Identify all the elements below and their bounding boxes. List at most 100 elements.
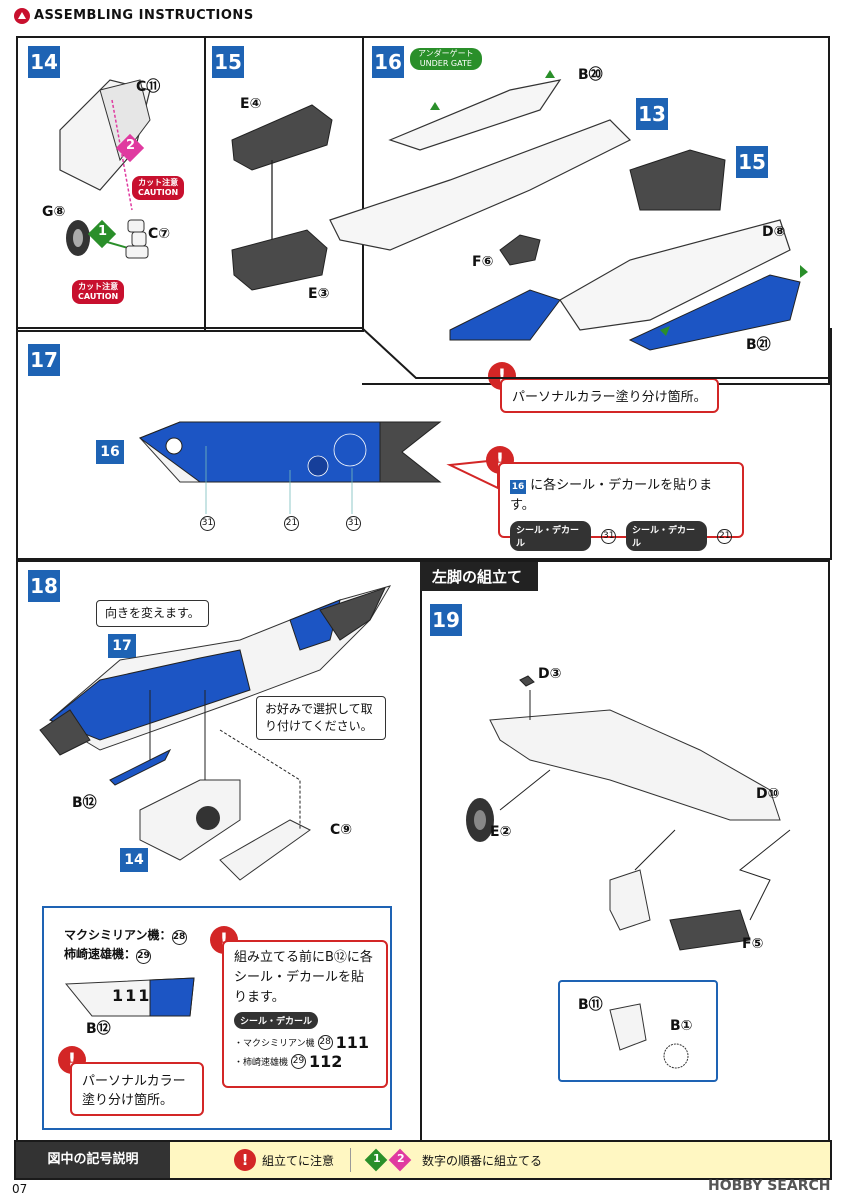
left-leg-heading: 左脚の組立て [420,562,539,591]
step17-panel [16,328,832,560]
step19-part-d10: D⑩ [756,786,780,802]
step14-part-c11: C⑪ [136,79,161,95]
step18-paint-note: パーソナルカラー塗り分け箇所。 [70,1062,204,1116]
step18-detail-marking: 111 [112,986,152,1005]
step18-part-b12: B⑫ [72,795,97,811]
step18-apply-text: 組み立てる前にB⑫に各シール・デカールを貼ります。 [234,950,373,1005]
legend-caution-text: 組立てに注意 [262,1154,335,1168]
order-1-label: 1 [373,1152,381,1165]
step16-diagram [329,70,808,351]
under-gate-en: UNDER GATE [419,59,472,68]
step17-ref-16: 16 [96,440,124,464]
step17-note-line: 16 に各シール・デカールを貼ります。 [510,474,732,513]
step16-part-d8: D⑧ [762,224,786,240]
maximilian-label: マクシミリアン機： [64,928,172,942]
step16-paint-note: パーソナルカラー塗り分け箇所。 [500,378,719,413]
watermark: HOBBY SEARCH [708,1178,831,1194]
caution-en: CAUTION [78,292,119,301]
decal-num: 31 [601,528,616,544]
caution-cut-badge-top: カット注意 CAUTION [132,176,185,200]
step17-note-text: に各シール・デカールを貼ります。 [510,478,713,513]
maximilian-num: 28 [171,930,187,945]
step14-part-c7: C⑦ [148,226,171,242]
step16-part-b21: B㉑ [746,337,771,353]
legend-bar: 図中の記号説明 ! 組立てに注意 1 2 数字の順番に組立てる [14,1140,832,1180]
step16-ref-13: 13 [636,98,668,130]
legend-divider [350,1148,351,1172]
decal-row-name: ・柿崎速雄機 [234,1058,289,1068]
order-2-label: 2 [397,1152,405,1165]
step18-turn-callout: 向きを変えます。 [96,600,209,627]
decal-row-name: ・マクシミリアン機 [234,1039,315,1049]
page-header-title: ASSEMBLING INSTRUCTIONS [34,8,254,23]
step17-diagram [138,421,442,514]
step15-part-e4: E④ [240,96,262,112]
legend-order-text: 数字の順番に組立てる [422,1154,543,1168]
under-gate-badge: アンダーゲート UNDER GATE [410,48,482,70]
step18-ref-17: 17 [108,634,136,658]
step18-ref-14: 14 [120,848,148,872]
decal-label: シール・デカール [626,521,708,551]
kakizaki-label: 柿崎速雄機： [64,947,137,961]
legend-title: 図中の記号説明 [16,1142,170,1178]
step18-choose-text: お好みで選択して取り付けてください。 [265,702,373,733]
step19-detail-diagram [609,1003,689,1069]
step19-part-d3: D③ [538,666,562,682]
page-number: 07 [12,1182,28,1196]
legend-symbols: ! 組立てに注意 1 2 数字の順番に組立てる [170,1142,830,1178]
caution-icon: ! [234,1149,256,1171]
step16-part-b20: B⑳ [578,67,603,83]
step18-apply-note: 組み立てる前にB⑫に各シール・デカールを貼ります。 シール・デカール ・マクシミ… [222,940,388,1088]
logo-icon [14,8,30,24]
step18-part-c9: C⑨ [330,822,353,838]
step15-panel [202,36,364,332]
step15-number: 15 [212,46,244,78]
step18-diagram [39,585,392,881]
step18-choose-callout: お好みで選択して取り付けてください。 [256,696,386,740]
step15-diagram [231,104,333,291]
step16-ref-15: 15 [736,146,768,178]
step14-part-g8: G⑧ [42,204,66,220]
step16-number: 16 [372,46,404,78]
step19-part-b1: B① [670,1018,693,1034]
step17-number: 17 [28,344,60,376]
order-2-label: 2 [126,138,136,153]
decal-row-maximilian: ・マクシミリアン機 28 111 [234,1033,376,1052]
step18-detail-labels: マクシミリアン機：28 柿崎速雄機：29 [64,926,187,964]
step17-panel-top-edge [16,327,830,379]
step19-part-f5: F⑤ [742,936,764,952]
step15-part-e3: E③ [308,286,330,302]
decal-label: シール・デカール [510,521,592,551]
caution-en: CAUTION [138,188,179,197]
kakizaki-num: 29 [136,949,152,964]
step19-diagram [466,675,791,951]
step17-decal-31-a: 31 [200,516,215,531]
step18-detail-part-b12: B⑫ [86,1021,111,1037]
kakizaki-row: 柿崎速雄機：29 [64,945,187,964]
order-1-label: 1 [98,224,108,239]
decal-num: 21 [717,528,732,544]
caution-label: カット注意 [138,178,179,187]
step17-note-ref: 16 [510,480,526,494]
decal-row-mark: 111 [335,1033,370,1052]
step19-part-e2: E② [490,824,512,840]
maximilian-row: マクシミリアン機：28 [64,926,187,945]
caution-cut-badge-bottom: カット注意 CAUTION [72,280,125,304]
under-gate-label: アンダーゲート [418,49,474,58]
step18-decal-label: シール・デカール [234,1012,319,1029]
step19-number: 19 [430,604,462,636]
step14-number: 14 [28,46,60,78]
step18-detail-part [64,977,195,1017]
decal-row-num: 28 [317,1035,333,1050]
decal-row-mark: 112 [309,1052,343,1071]
caution-label: カット注意 [78,282,119,291]
decal-row-num: 29 [291,1054,307,1069]
step19-part-b11: B⑪ [578,997,603,1013]
step17-decal-list: シール・デカール 31 シール・デカール 21 [510,521,732,551]
step18-number: 18 [28,570,60,602]
step14-panel [16,36,206,332]
step17-decal-21: 21 [284,516,299,531]
step17-decal-31-b: 31 [346,516,361,531]
decal-row-kakizaki: ・柿崎速雄機 29 112 [234,1052,376,1071]
step16-part-f6: F⑥ [472,254,494,270]
